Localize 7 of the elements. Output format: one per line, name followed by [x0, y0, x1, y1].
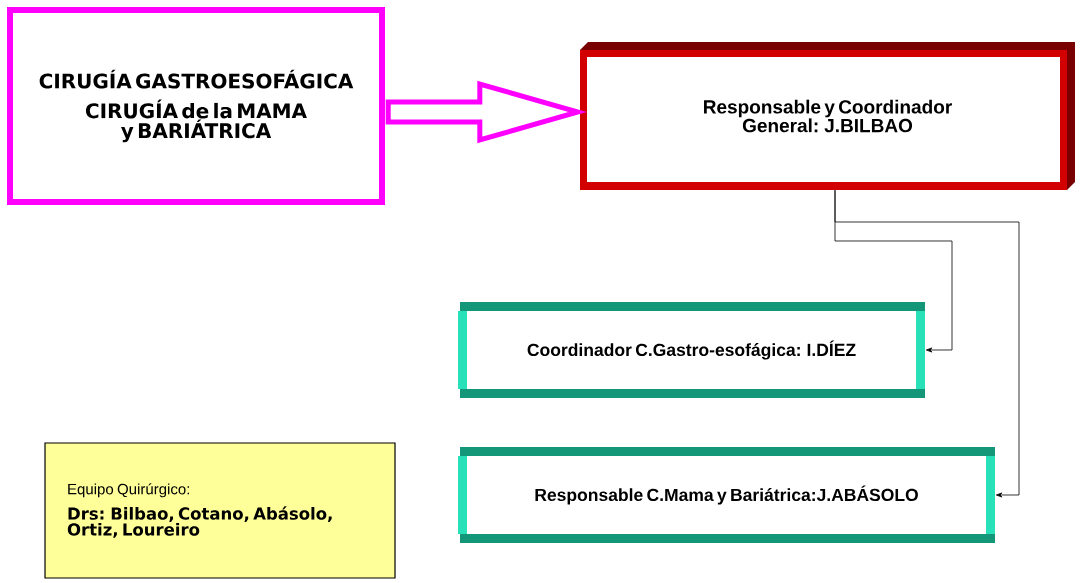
arrow	[834, 189, 1020, 498]
block-arrow	[385, 80, 587, 144]
coordinator-box: Responsable y Coordinador General: J.BILBAO	[580, 42, 1075, 190]
title-box: CIRUGÍA GASTROESOFÁGICA CIRUGÍA de la MAMA y BARIÁTRICA	[7, 7, 385, 205]
role-box: Responsable C.Mama y Bariátrica:J.ABÁSOLO	[458, 447, 995, 543]
team-box: Equipo Quirúrgico: Drs: Bilbao, Cotano, Abásolo, Ortiz, Loureiro	[44, 442, 396, 579]
role-box: Coordinador C.Gastro-esofágica: I.DÍEZ	[458, 302, 925, 398]
